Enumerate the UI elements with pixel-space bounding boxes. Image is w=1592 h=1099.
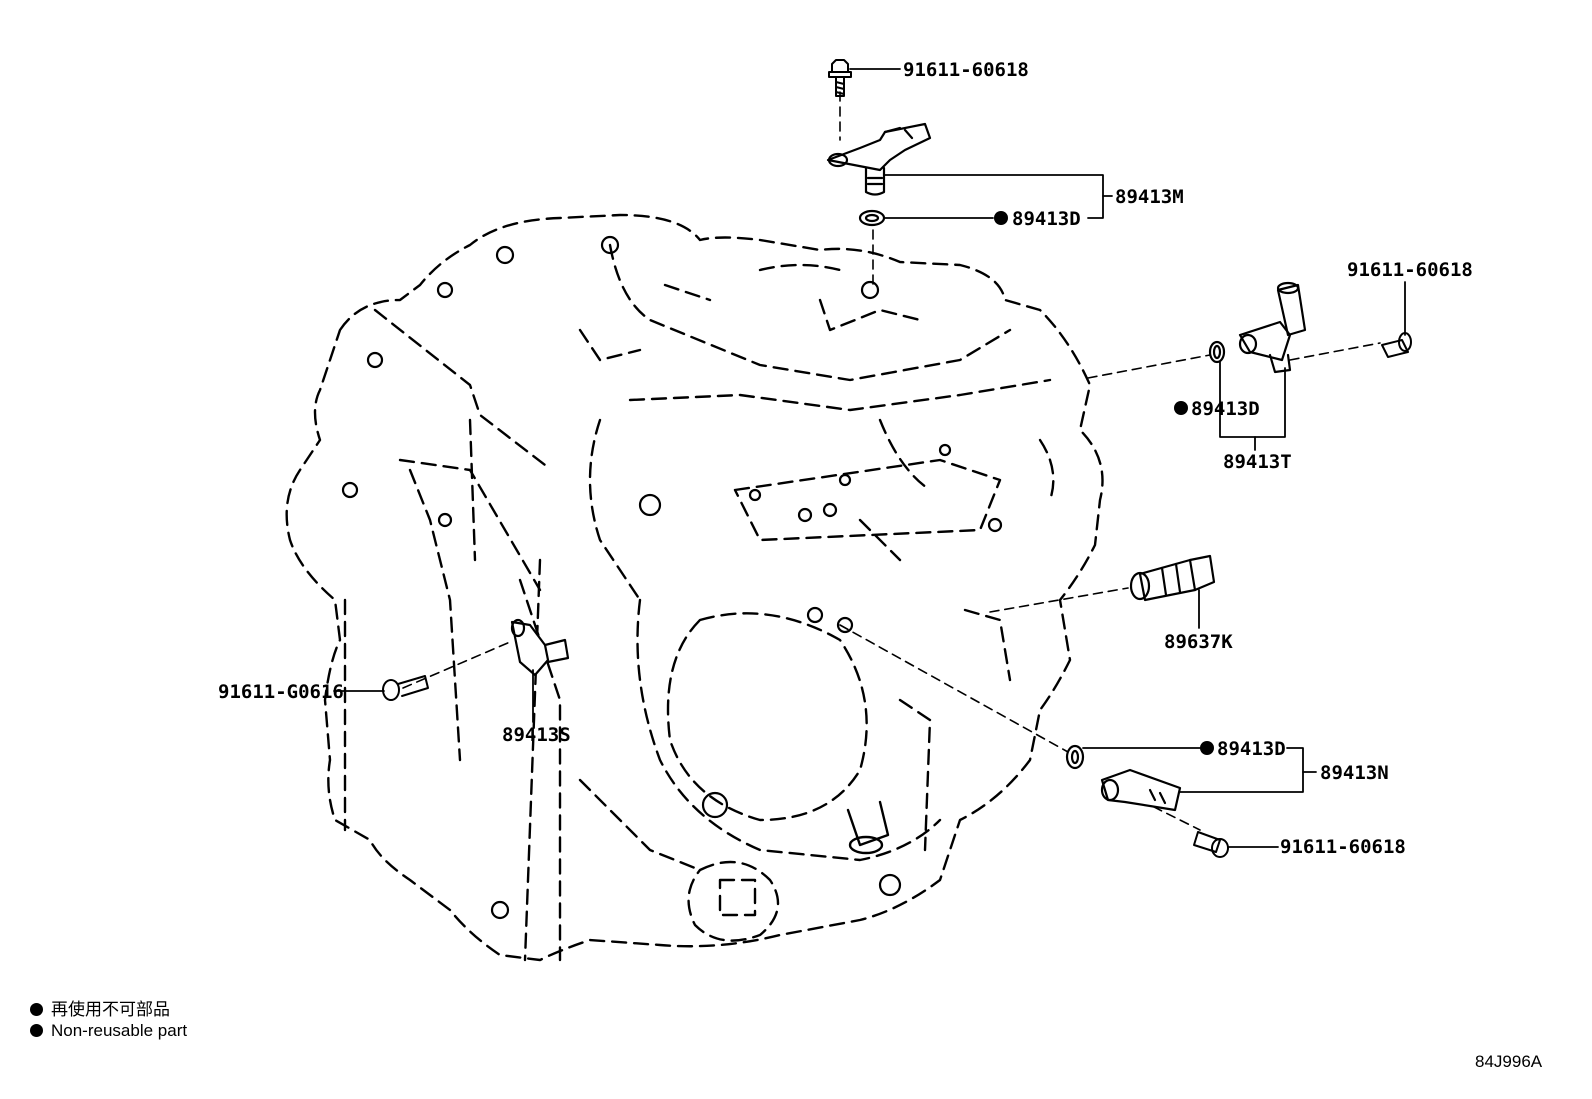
bolt-right-icon	[1381, 332, 1412, 358]
speed-sensor-s-icon	[510, 618, 570, 677]
label-sensor-m[interactable]: 89413M	[1115, 186, 1184, 208]
housing-details	[341, 235, 1003, 920]
label-bolt-top[interactable]: 91611-60618	[903, 59, 1029, 81]
label-bolt-bottom[interactable]: 91611-60618	[1280, 836, 1406, 858]
legend-english: Non-reusable part	[30, 1021, 187, 1041]
bolt-top-icon	[828, 59, 852, 97]
label-bolt-right[interactable]: 91611-60618	[1347, 259, 1473, 281]
legend-japanese: 再使用不可部品	[30, 995, 170, 1020]
diagram-id: 84J996A	[1475, 1052, 1543, 1071]
bolt-left-icon	[382, 675, 429, 701]
label-sensor-n[interactable]: 89413N	[1320, 762, 1389, 784]
transmission-assembly	[285, 213, 1104, 962]
legend-japanese-text: 再使用不可部品	[51, 1000, 170, 1019]
oring-top-icon	[858, 209, 886, 227]
pressure-switch-k-icon	[1129, 554, 1216, 602]
oring-bottom-icon	[1065, 744, 1085, 770]
non-reusable-dot-right	[1174, 401, 1188, 415]
bullet-icon	[30, 1003, 43, 1016]
speed-sensor-t-icon	[1238, 281, 1307, 374]
oring-right-icon	[1208, 340, 1226, 364]
label-bolt-left[interactable]: 91611-G0616	[218, 681, 344, 703]
speed-sensor-m-icon	[826, 122, 932, 196]
label-oring-top[interactable]: 89413D	[1012, 208, 1081, 230]
label-sensor-t[interactable]: 89413T	[1223, 451, 1292, 473]
part-labels: 91611-60618 89413M 89413D 91611-60618 89…	[218, 59, 1473, 858]
label-oring-right[interactable]: 89413D	[1191, 398, 1260, 420]
non-reusable-dot-top	[994, 211, 1008, 225]
bullet-icon	[30, 1024, 43, 1037]
speed-sensor-n-icon	[1100, 768, 1182, 812]
outlet-pipe	[846, 800, 890, 855]
legend-english-text: Non-reusable part	[51, 1021, 188, 1040]
non-reusable-markers	[994, 211, 1214, 755]
non-reusable-dot-bottom	[1200, 741, 1214, 755]
callout-lines	[333, 68, 1406, 848]
label-sensor-s[interactable]: 89413S	[502, 724, 571, 746]
label-oring-bottom[interactable]: 89413D	[1217, 738, 1286, 760]
bolt-bottom-icon	[1193, 831, 1229, 858]
label-switch-k[interactable]: 89637K	[1164, 631, 1233, 653]
alignment-lines	[402, 91, 1381, 831]
